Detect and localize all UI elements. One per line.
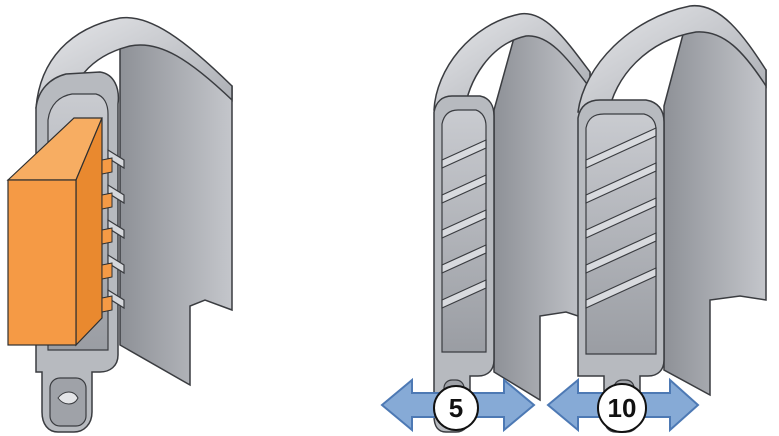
width-badge <box>433 385 479 431</box>
profile-bottom-slot <box>49 377 87 427</box>
orange-insert <box>6 117 113 347</box>
profile-top-cap <box>35 16 233 120</box>
insert-front-face <box>7 179 77 346</box>
profile-with-insert <box>6 16 233 433</box>
profile-side-face <box>493 14 591 402</box>
profile-ribs <box>585 127 657 309</box>
profile-wide <box>577 5 767 433</box>
profile-ribs <box>107 148 125 310</box>
width-label-5: 5 <box>449 393 463 423</box>
profile-side-face <box>663 6 767 397</box>
profile-top-cap <box>577 5 767 117</box>
profile-side-face <box>119 20 233 387</box>
width-label-10: 10 <box>608 393 637 423</box>
width-arrow-10: 10 <box>546 377 700 433</box>
profile-top-cap <box>433 12 591 115</box>
profile-narrow <box>433 12 591 433</box>
width-badge <box>597 383 647 433</box>
width-arrow-5: 5 <box>380 377 536 433</box>
profile-ribs <box>441 139 487 309</box>
